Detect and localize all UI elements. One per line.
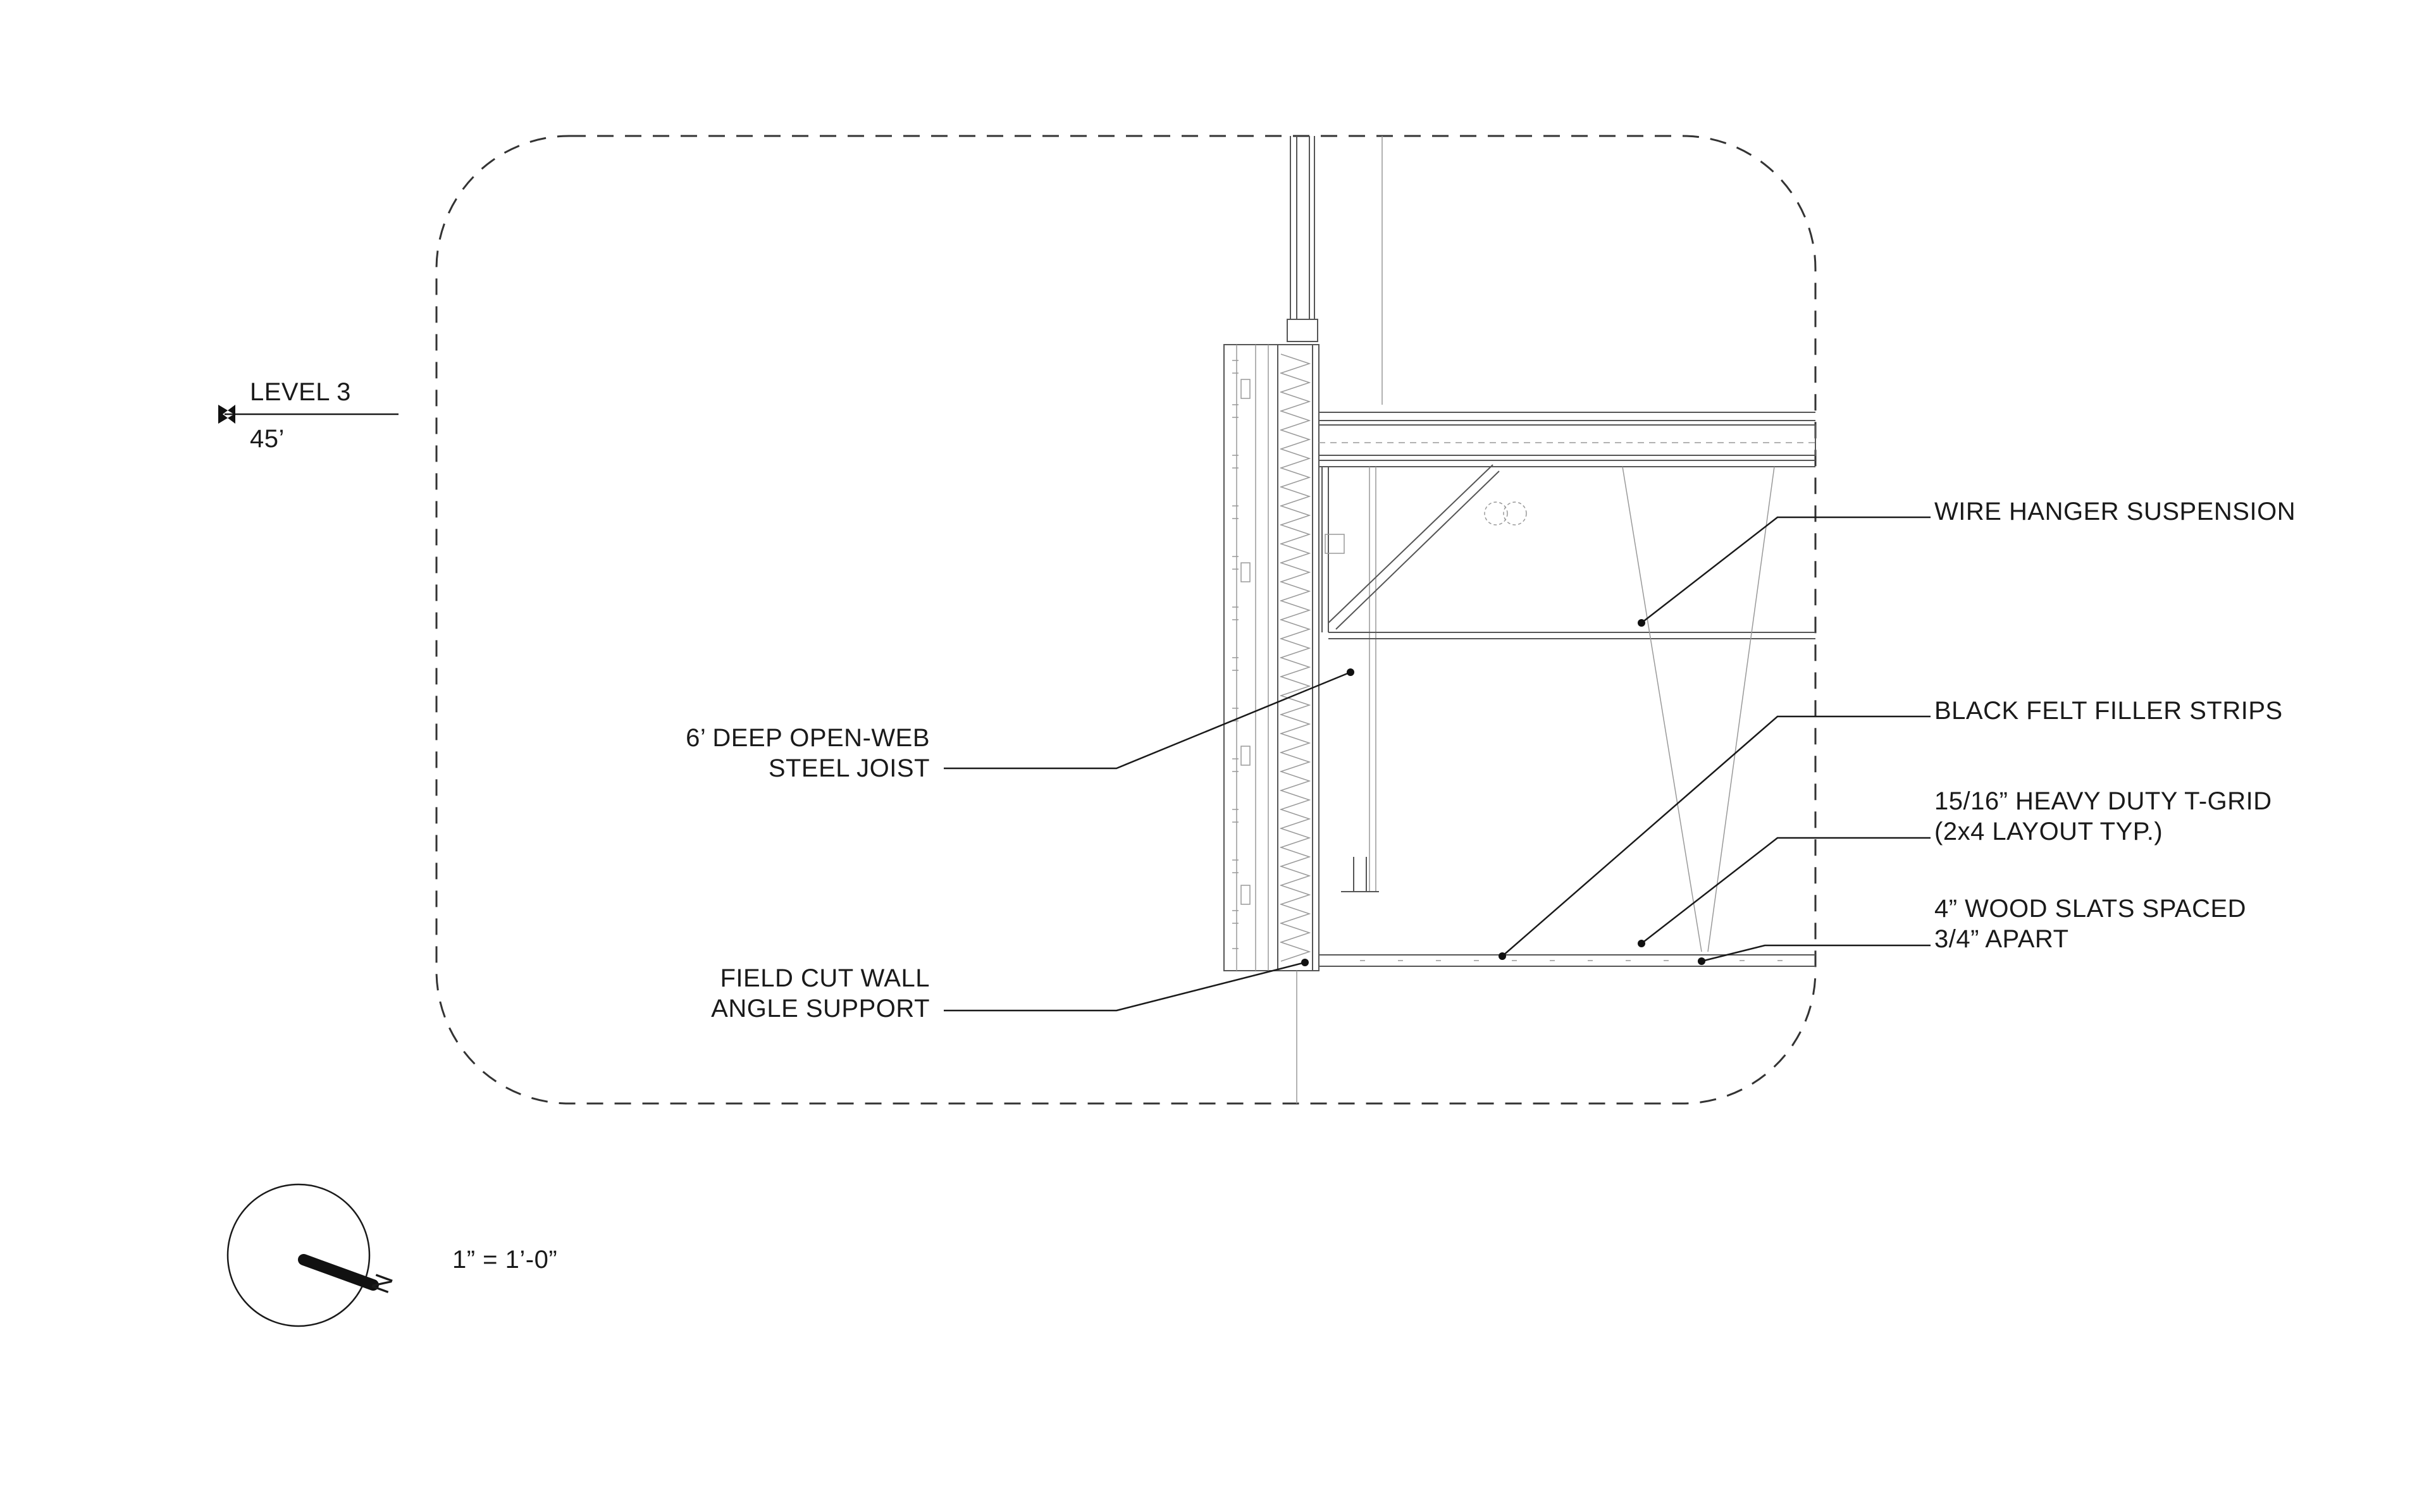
- callout-tgrid-line1: 15/16” HEAVY DUTY T-GRID: [1934, 787, 2272, 815]
- wall-insulation: [1277, 344, 1320, 971]
- level-elevation: 45’: [250, 425, 285, 453]
- floor-slab: [1318, 412, 1816, 467]
- callout-dots: [1301, 619, 1705, 966]
- steel-joist: [1321, 464, 1815, 892]
- level-marker: LEVEL 3 45’: [218, 378, 399, 453]
- exterior-cladding: [1223, 344, 1278, 971]
- callout-joist-line1: 6’ DEEP OPEN-WEB: [686, 724, 930, 752]
- north-letter: N: [366, 1270, 399, 1297]
- north-arrow: N: [226, 1183, 399, 1327]
- callout-tgrid-line2: (2x4 LAYOUT TYP.): [1934, 818, 2163, 845]
- level-name: LEVEL 3: [250, 378, 351, 406]
- callout-wire-hanger: WIRE HANGER SUSPENSION: [1934, 498, 2296, 526]
- callout-felt-strips: BLACK FELT FILLER STRIPS: [1934, 697, 2283, 725]
- wood-slat-ceiling: [1296, 954, 1815, 1103]
- level-marker-icon: [218, 405, 235, 424]
- callout-leaders: [944, 516, 1931, 1012]
- drawing-scale: 1” = 1’-0”: [452, 1246, 557, 1274]
- wire-hangers: [1622, 466, 1775, 952]
- callout-angle-line1: FIELD CUT WALL: [720, 964, 930, 992]
- callout-wood-line1: 4” WOOD SLATS SPACED: [1934, 895, 2246, 923]
- north-arrow-icon: [298, 1254, 379, 1291]
- callout-angle-line2: ANGLE SUPPORT: [711, 995, 930, 1023]
- callout-wood-line2: 3/4” APART: [1934, 925, 2069, 953]
- detail-boundary: [435, 135, 1817, 1105]
- callout-joist-line2: STEEL JOIST: [769, 754, 930, 782]
- curtain-wall-mullion: [1287, 136, 1383, 405]
